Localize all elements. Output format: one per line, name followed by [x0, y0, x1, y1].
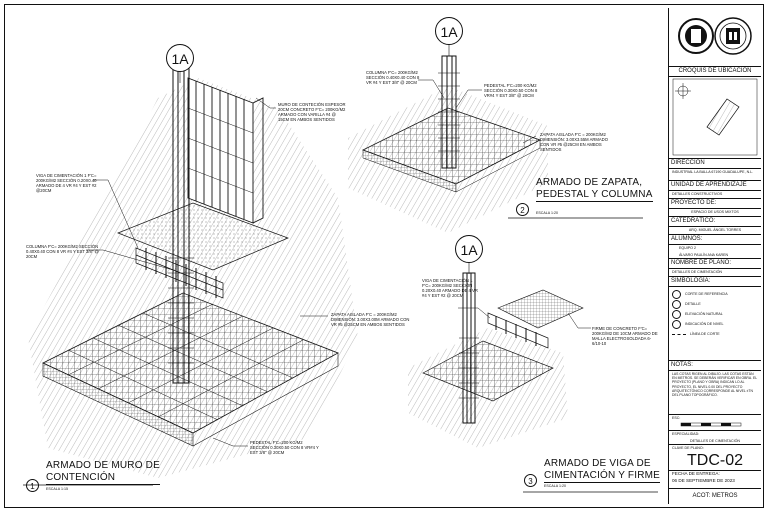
- drawing-sheet: [4, 4, 764, 508]
- isometric-drawings: [23, 45, 658, 493]
- plano-section: NOMBRE DE PLANO: DETALLES DE CIMENTACIÓN: [669, 258, 761, 276]
- v1-note-zapata: ZAPATA AISLADA F'C = 200KG/M2 DIMENSIÓN:…: [331, 312, 410, 327]
- elevation-icon: [672, 309, 681, 319]
- unidad-section: UNIDAD DE APRENDIZAJE DETALLES CONSTRUCT…: [669, 180, 761, 198]
- v3-scale: ESCALA 1:20: [544, 484, 566, 488]
- level-icon: [672, 319, 681, 329]
- v1-number: 1: [26, 479, 39, 492]
- v3-number: 3: [524, 474, 537, 487]
- v3-note-firme: FIRME DE CONCRETO F'C= 200KG/M2 DE 10CM …: [592, 326, 658, 346]
- section-ref-icon: [672, 289, 681, 299]
- v3-title: ARMADO DE VIGA DE CIMENTACIÓN Y FIRME: [544, 458, 661, 483]
- sim-row-5: LÍNEA DE CORTE: [672, 329, 758, 339]
- clave-section: CLAVE DE PLANO: TDC-02: [669, 444, 761, 470]
- v2-section-bubble: 1A: [435, 17, 463, 45]
- sim-row-2: DETALLE: [672, 299, 758, 309]
- v2-note-columna: COLUMNA F'C= 200KG/M2 SECCIÓN 0.40X0.40 …: [366, 70, 420, 85]
- view2-drawing: [348, 45, 548, 233]
- v1-wall-rebar: [187, 77, 264, 224]
- notas-section: NOTAS: LAS COTAS RIGEN AL DIBUJO. LAS CO…: [669, 360, 761, 414]
- v1-note-viga: VIGA DE CIMENTACIÓN 1 F'C= 200KG/M2 SECC…: [36, 173, 97, 193]
- catedratico-section: CATEDRÁTICO: ARQ. MIGUEL ÁNGEL TORRES: [669, 216, 761, 234]
- logos: [669, 8, 761, 66]
- scale-bar: [680, 422, 742, 426]
- v2-column-cage: [438, 55, 460, 169]
- v1-scale: ESCALA 1:15: [46, 487, 68, 491]
- direccion-section: DIRECCIÓN INDUSTRIAL LA BALLA 67190 GUAD…: [669, 158, 761, 180]
- v1-leaders: [86, 97, 328, 447]
- sim-row-4: INDICACIÓN DE NIVEL: [672, 319, 758, 329]
- v2-scale: ESCALA 1:20: [536, 211, 558, 215]
- view3-drawing: [408, 263, 591, 448]
- university-seal-icon: [678, 17, 752, 55]
- sim-row-3: ELEVACIÓN NATURAL: [672, 309, 758, 319]
- v1-note-columna: COLUMNA F'C= 200KG/M2 SECCIÓN 0.40X0.40 …: [26, 244, 99, 259]
- v1-section-bubble: 1A: [166, 44, 194, 72]
- v1-title: ARMADO DE MURO DE CONTENCIÓN: [46, 460, 160, 485]
- v2-number: 2: [516, 203, 529, 216]
- fecha-section: FECHA DE ENTREGA: 06 DE SEPTIEMBRE DE 20…: [669, 470, 761, 488]
- v1-beam-cage: [135, 247, 224, 299]
- title-block: CROQUIS DE UBICACIÓN DIRECCIÓN INDUSTRIA…: [668, 8, 761, 504]
- v3-note-viga: VIGA DE CIMENTACIÓN 1 F'C= 200KG/M2 SECC…: [422, 278, 478, 298]
- v3-column-cage: [459, 272, 479, 424]
- scale-bar-section: ESC:: [669, 414, 761, 430]
- v2-note-zapata: ZAPATA AISLADA F'C = 200KG/M2 DIMENSIÓN:…: [540, 132, 608, 152]
- v2-note-pedestal: PEDESTAL F'C=200 KG/M2 SECCIÓN 0.30X0.50…: [484, 83, 538, 98]
- location-sketch: [672, 78, 758, 156]
- croquis-section: CROQUIS DE UBICACIÓN: [669, 66, 761, 158]
- v2-title: ARMADO DE ZAPATA, PEDESTAL Y COLUMNA: [536, 177, 653, 202]
- drawing-area: 1A 1A 1A MURO DE CONTECIÓN ESPESOR 20CM …: [8, 8, 668, 504]
- v1-note-pedestal: PEDESTAL F'C=200 KG/M2 SECCIÓN 0.30X0.50…: [250, 440, 319, 455]
- sim-row-1: CORTE DE REFERENCIA: [672, 289, 758, 299]
- especialidad-section: ESPECIALIDAD: DETALLES DE CIMENTACIÓN: [669, 430, 761, 444]
- simbologia-section: SIMBOLOGÍA: CORTE DE REFERENCIA DETALLE …: [669, 276, 761, 360]
- v1-note-muro: MURO DE CONTECIÓN ESPESOR 20CM CONCRETO …: [278, 102, 346, 122]
- v3-section-bubble: 1A: [455, 235, 483, 263]
- v3-beam-cage: [487, 312, 549, 349]
- detail-icon: [672, 299, 681, 309]
- view1-drawing: [28, 62, 358, 478]
- cut-line-icon: [672, 333, 686, 335]
- acot-section: ACOT: METROS: [669, 488, 761, 504]
- alumnos-section: ALUMNOS: EQUIPO 2 ÁLVARO PAULÍN ANA KARE…: [669, 234, 761, 258]
- sheet-code: TDC-02: [686, 451, 743, 469]
- proyecto-section: PROYECTO DE: ESPACIO DE USOS MIXTOS: [669, 198, 761, 216]
